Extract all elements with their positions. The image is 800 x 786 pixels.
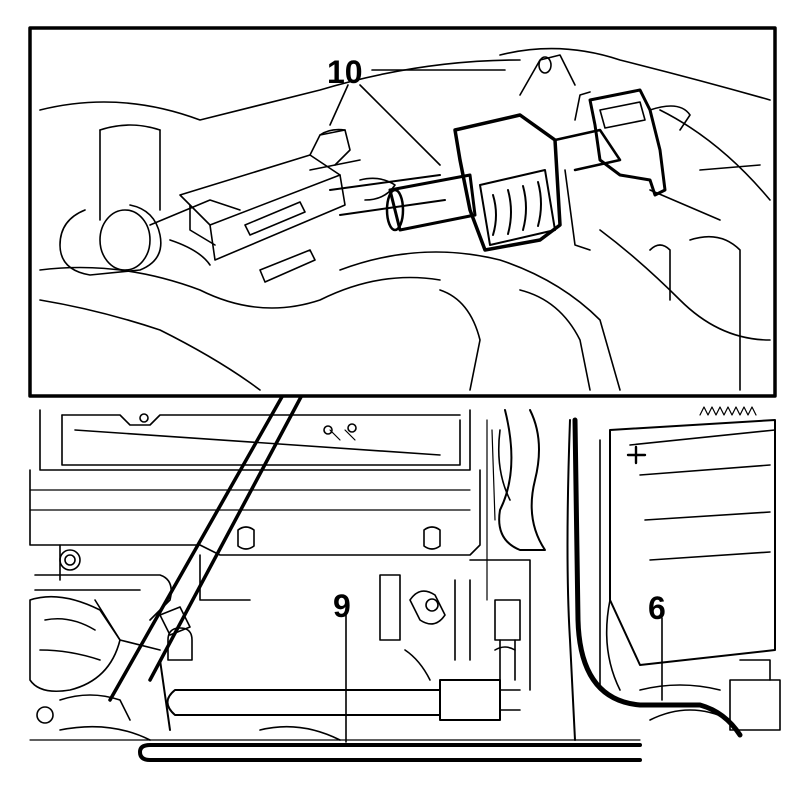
- throttle-body: [29, 595, 121, 693]
- pointer-rod-9: [138, 743, 642, 762]
- engine-cover-outline: [39, 409, 471, 471]
- main-view: [29, 406, 781, 741]
- callout-label-9: 9: [333, 588, 351, 624]
- battery: [609, 419, 776, 666]
- callout-leaders-10: [329, 69, 506, 166]
- inset-detail: [39, 47, 771, 391]
- manifold-body: [29, 469, 481, 556]
- callout-label-10: 10: [327, 54, 363, 90]
- left-post: [99, 129, 161, 221]
- vertical-hose: [498, 409, 546, 551]
- plug-connector: [588, 88, 667, 197]
- callout-label-6: 6: [648, 590, 666, 626]
- callout-leaders: [345, 613, 663, 743]
- hose-9: [166, 689, 441, 716]
